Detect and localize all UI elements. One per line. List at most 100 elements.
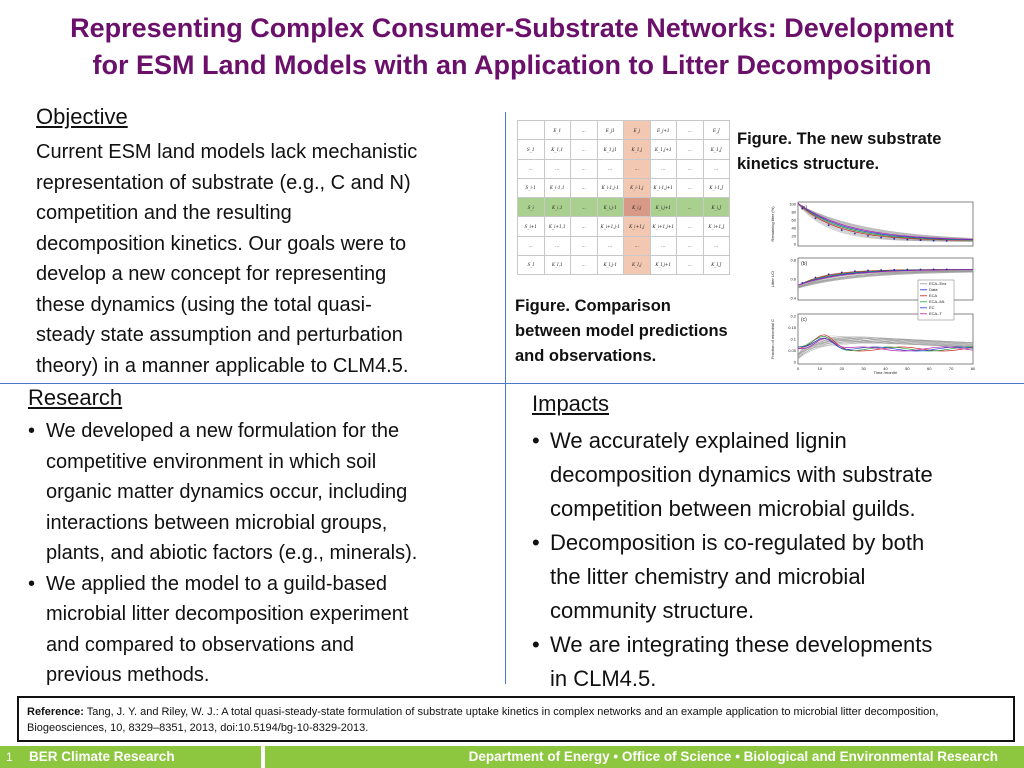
objective-heading: Objective	[36, 104, 128, 129]
plot-y-tick-label: 100	[789, 202, 796, 207]
legend-label: EC	[929, 305, 935, 310]
matrix-cell: …	[676, 158, 704, 179]
caption-line: and observations.	[515, 347, 657, 365]
impacts-bullet: We accurately explained lignin decomposi…	[530, 424, 1020, 526]
objective-line: Current ESM land models lack mechanistic	[36, 141, 418, 163]
matrix-cell: K_1,j1	[596, 139, 624, 160]
footer-right-label: Department of Energy • Office of Science…	[468, 749, 998, 764]
matrix-cell: K_I,j-1	[596, 254, 624, 276]
matrix-cell: …	[596, 235, 624, 256]
legend-label: Data	[929, 287, 938, 292]
ensemble-curve	[797, 337, 974, 360]
reference-text: Tang, J. Y. and Riley, W. J.: A total qu…	[27, 706, 939, 734]
matrix-cell: K_i-1,j	[623, 177, 651, 199]
caption-line: between model predictions	[515, 322, 728, 340]
impacts-bullet-line: We accurately explained lignin	[550, 428, 847, 453]
plot-y-tick-label: 0.4	[790, 296, 796, 301]
plot-panel-tag: (b)	[801, 261, 807, 267]
plot-y-tick-label: 40	[792, 226, 797, 231]
data-point	[840, 271, 843, 274]
matrix-cell: K_i-1,j+1	[649, 177, 677, 199]
matrix-cell: E_j+1	[649, 119, 677, 141]
matrix-cell: …	[676, 119, 704, 141]
ensemble-curve	[797, 204, 974, 240]
plot-y-axis-label: Fraction of microbial C	[770, 319, 775, 359]
legend-label: ECA–ML	[929, 299, 946, 304]
impacts-bullet-line: the litter chemistry and microbial	[550, 564, 866, 589]
ensemble-curve	[797, 338, 974, 355]
data-point	[827, 273, 830, 276]
ensemble-curve	[797, 204, 974, 239]
research-bullet-line: We developed a new formulation for the	[46, 420, 400, 442]
matrix-cell: E_j	[623, 119, 651, 141]
data-point	[880, 269, 883, 271]
objective-line: theory) in a manner applicable to CLM4.5…	[36, 354, 409, 377]
plot-y-tick-label: 0.6	[790, 277, 796, 282]
matrix-cell: …	[570, 177, 598, 199]
matrix-cell: …	[570, 139, 598, 160]
data-point	[801, 207, 804, 210]
data-point	[867, 269, 869, 272]
impacts-bullet: Decomposition is co-regulated by both th…	[530, 526, 1020, 628]
ensemble-curve	[797, 339, 973, 355]
matrix-cell: K_i+1,1	[543, 216, 571, 237]
research-bullet-line: We applied the model to a guild-based	[46, 572, 387, 595]
objective-line: steady state assumption and perturbation	[36, 324, 403, 346]
model-curve	[797, 334, 974, 352]
horizontal-divider	[0, 383, 1024, 384]
data-point	[867, 235, 869, 237]
ensemble-curve	[797, 337, 974, 358]
legend-box	[917, 279, 955, 321]
matrix-cell: K_i+1,j+1	[649, 216, 677, 237]
footer-left-label: BER Climate Research	[29, 749, 175, 764]
vertical-divider	[505, 112, 506, 684]
data-point	[945, 240, 948, 242]
matrix-cell: K_I,J	[702, 254, 730, 276]
model-curve	[797, 203, 974, 240]
data-point	[827, 224, 830, 227]
plot-y-tick-label: 0.05	[788, 348, 797, 353]
model-curve	[797, 203, 974, 241]
matrix-figure-caption: Figure. The new substrate kinetics struc…	[737, 127, 941, 177]
objective-line: these dynamics (using the total quasi-	[36, 293, 372, 316]
model-observation-comparison-figure: (a)Remaining litter (%)100806040200(b)Li…	[770, 202, 976, 375]
matrix-cell: K_i-1,1	[543, 177, 571, 199]
data-point	[906, 238, 909, 241]
research-bullet-line: organic matter dynamics occur, including	[46, 481, 408, 503]
matrix-cell: K_1,J	[702, 139, 730, 160]
matrix-cell: …	[570, 119, 598, 141]
matrix-cell: …	[623, 158, 651, 179]
research-heading: Research	[28, 385, 123, 410]
matrix-cell: E_J	[702, 119, 730, 141]
legend-label: ECA–Ens	[929, 281, 946, 286]
data-point	[919, 239, 922, 242]
plot-x-tick-label: 50	[905, 366, 910, 371]
objective-line: representation of substrate (e.g., C and…	[36, 171, 411, 194]
data-point	[880, 236, 883, 239]
ensemble-curve	[797, 270, 974, 288]
impacts-bullet: We are integrating these developments in…	[530, 628, 1020, 696]
matrix-cell: K_1,1	[543, 139, 571, 160]
impacts-bullet-line: in CLM4.5.	[550, 666, 657, 691]
data-point	[945, 268, 948, 271]
ensemble-curve	[797, 271, 974, 287]
data-point	[893, 237, 896, 240]
research-bullet-line: interactions between microbial groups,	[46, 511, 388, 534]
ensemble-curve	[797, 339, 974, 356]
matrix-cell: …	[676, 254, 704, 276]
plot-panel-frame	[797, 257, 974, 301]
plot-x-tick-label: 0	[797, 366, 800, 371]
plot-y-tick-label: 0.1	[790, 337, 796, 342]
model-curve	[797, 269, 974, 286]
ensemble-curve	[797, 340, 974, 357]
research-bullet-line: plants, and abiotic factors (e.g., miner…	[46, 542, 418, 564]
objective-line: decomposition kinetics. Our goals were t…	[36, 232, 407, 255]
impacts-bullet-line: competition between microbial guilds.	[550, 496, 916, 521]
matrix-cell: …	[570, 254, 598, 276]
title-line-1: Representing Complex Consumer-Substrate …	[70, 13, 954, 43]
research-bullet: We developed a new formulation for the c…	[26, 416, 496, 569]
